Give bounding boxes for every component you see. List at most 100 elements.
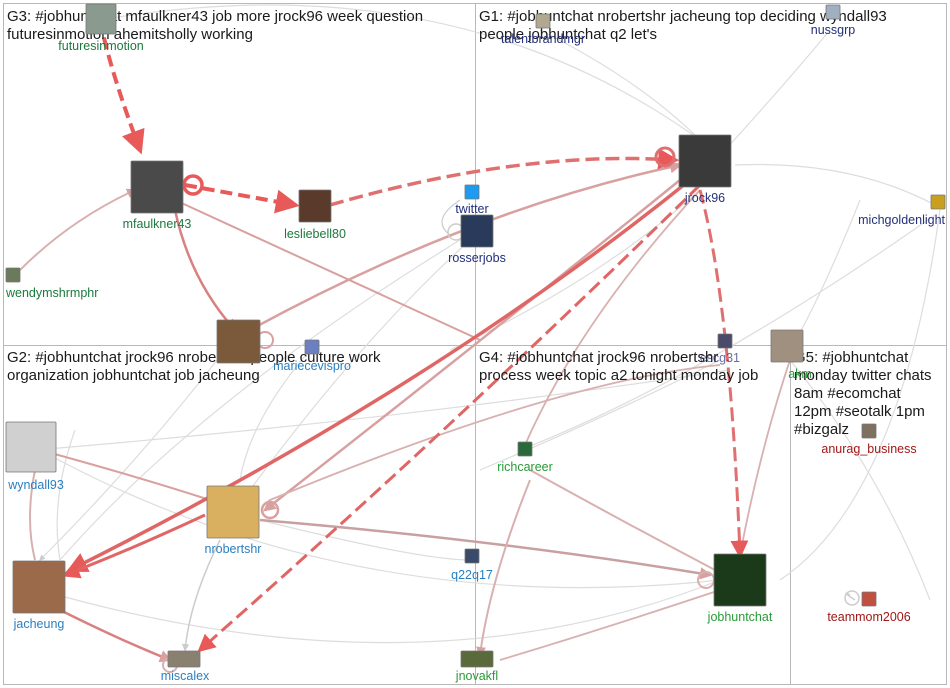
node-avatar: [464, 184, 480, 200]
node-avatar: [206, 485, 260, 539]
node-richcareer[interactable]: richcareer: [497, 441, 553, 474]
node-jrock96[interactable]: jrock96: [678, 134, 732, 205]
node-michgoldenlight[interactable]: michgoldenlight: [858, 194, 946, 227]
edge: [174, 199, 481, 341]
node-label: michgoldenlight: [858, 213, 945, 227]
node-avatar: [861, 423, 877, 439]
edge: [529, 469, 716, 571]
node-wendymshrmphr[interactable]: wendymshrmphr: [5, 267, 98, 300]
edge: [539, 29, 701, 141]
node-nussgrp[interactable]: nussgrp: [811, 4, 856, 37]
edge: [441, 199, 461, 236]
node-nrobertshr[interactable]: nrobertshr: [205, 485, 262, 556]
node-label: talentbrandmgr: [501, 32, 585, 46]
edge: [449, 189, 701, 351]
edge: [734, 163, 936, 206]
node-mariecevispro[interactable]: mariecevispro: [273, 339, 351, 373]
edge: [181, 539, 221, 652]
node-twitter[interactable]: twitter: [455, 184, 489, 216]
node-avatar: [517, 441, 533, 457]
edge: [39, 579, 721, 644]
node-avatar: [861, 591, 877, 607]
node-label: lesliebell80: [284, 227, 346, 241]
edge: [99, 4, 701, 141]
edge: [59, 239, 461, 561]
node-label: jrock96: [684, 191, 725, 205]
edge: [524, 189, 701, 446]
group-label-g2: G2: #jobhuntchat jrock96 nrobertshr peop…: [7, 349, 385, 384]
node-label: mariecevispro: [273, 359, 351, 373]
edge: [39, 329, 241, 561]
self-loop: [844, 590, 860, 606]
edge: [98, 19, 145, 155]
edge: [789, 199, 861, 351]
node-jacheung[interactable]: jacheung: [12, 560, 66, 631]
node-wyndall93[interactable]: wyndall93: [5, 421, 64, 492]
node-avatar: [304, 339, 320, 355]
edge: [269, 364, 721, 501]
edge: [66, 178, 692, 572]
group-box-g5: [790, 345, 947, 685]
node-avatar: [825, 4, 841, 20]
node-label: richcareer: [497, 460, 553, 474]
node-lesliebell80[interactable]: lesliebell80: [284, 189, 346, 241]
edge: [249, 239, 471, 491]
node-avatar: [464, 548, 480, 564]
node-label: wyndall93: [7, 478, 64, 492]
node-gakm[interactable]: akm: [770, 329, 812, 381]
node-label: wendymshrmphr: [5, 286, 98, 300]
node-avatar: [460, 214, 494, 248]
node-miscalex[interactable]: miscalex: [161, 650, 210, 683]
edge: [259, 519, 471, 561]
node-label: jacheung: [13, 617, 65, 631]
node-label: futuresinmotion: [58, 39, 144, 53]
node-label: jobhuntchat: [707, 610, 773, 624]
node-label: akm: [788, 367, 812, 381]
node-label: nussgrp: [811, 23, 856, 37]
node-talentbrandmgr[interactable]: talentbrandmgr: [501, 13, 585, 46]
edge: [263, 179, 681, 512]
node-teammom2006[interactable]: teammom2006: [827, 591, 911, 624]
group-label-g3: G3: #jobhuntchat mfaulkner43 job more jr…: [7, 8, 427, 43]
edge: [845, 592, 856, 601]
edge: [239, 349, 311, 481]
node-ahemitsholly[interactable]: [216, 319, 261, 364]
node-escg31[interactable]: escg31: [700, 333, 740, 365]
edge: [173, 209, 237, 332]
edge: [724, 29, 831, 151]
node-q22q17[interactable]: q22q17: [451, 548, 493, 582]
node-label: teammom2006: [827, 610, 910, 624]
edge: [197, 183, 702, 653]
edge: [476, 479, 531, 657]
node-avatar: [5, 421, 57, 473]
node-label: nrobertshr: [205, 542, 262, 556]
node-avatar: [717, 333, 733, 349]
node-anurag_business[interactable]: anurag_business: [821, 423, 917, 456]
node-label: jnovakfl: [455, 669, 498, 683]
node-avatar: [770, 329, 804, 363]
node-avatar: [130, 160, 184, 214]
node-futuresinmotion[interactable]: futuresinmotion: [58, 3, 144, 53]
edge: [479, 359, 721, 471]
edge: [19, 188, 137, 271]
node-jnovakfl[interactable]: jnovakfl: [455, 650, 498, 683]
edge: [329, 148, 680, 207]
node-avatar: [678, 134, 732, 188]
node-label: anurag_business: [821, 442, 916, 456]
node-jobhuntchat[interactable]: jobhuntchat: [707, 553, 773, 624]
edge: [184, 183, 300, 214]
node-avatar: [535, 13, 551, 29]
edge: [61, 513, 206, 579]
node-avatar: [460, 650, 494, 668]
node-label: rosserjobs: [448, 251, 506, 265]
edge: [39, 449, 226, 506]
node-avatar: [216, 319, 261, 364]
self-loop: [654, 146, 676, 168]
node-label: q22q17: [451, 568, 493, 582]
node-rosserjobs[interactable]: rosserjobs: [448, 214, 506, 265]
node-mfaulkner43[interactable]: mfaulkner43: [123, 160, 192, 231]
edge: [56, 429, 76, 561]
self-loop: [182, 174, 204, 196]
node-label: mfaulkner43: [123, 217, 192, 231]
